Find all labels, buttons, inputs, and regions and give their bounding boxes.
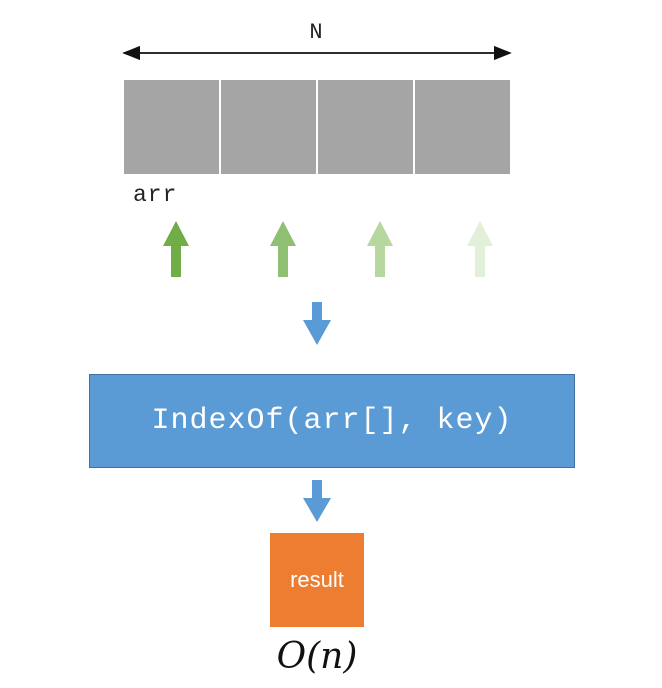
array-label: arr <box>133 182 178 208</box>
complexity-label: O(n) <box>276 636 358 677</box>
function-label: IndexOf(arr[], key) <box>151 404 513 438</box>
scan-arrow-4-icon <box>467 221 493 277</box>
flow-arrow-to-result-icon <box>303 480 331 522</box>
array-cell <box>415 80 510 174</box>
length-label: N <box>309 20 323 45</box>
array-cell <box>124 80 219 174</box>
scan-arrow-1-icon <box>163 221 189 277</box>
function-box: IndexOf(arr[], key) <box>89 374 575 468</box>
array-cell <box>221 80 316 174</box>
result-box: result <box>270 533 364 627</box>
array-cell <box>318 80 413 174</box>
result-label: result <box>290 567 344 592</box>
scan-arrow-3-icon <box>367 221 393 277</box>
flow-arrow-to-function-icon <box>303 302 331 345</box>
scan-arrow-2-icon <box>270 221 296 277</box>
